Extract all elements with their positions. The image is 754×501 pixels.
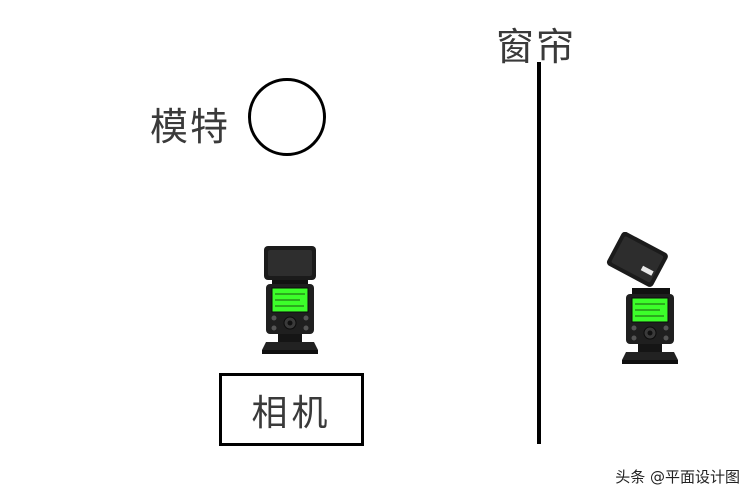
camera-box: 相机 <box>219 373 364 446</box>
model-position-circle <box>248 78 326 156</box>
curtain-line <box>537 62 541 444</box>
camera-label: 相机 <box>251 392 332 434</box>
speedlight-flash-icon <box>262 246 318 354</box>
watermark-text: 头条 @平面设计图 <box>615 468 740 486</box>
model-label: 模特 <box>150 105 231 149</box>
curtain-label: 窗帘 <box>496 25 577 69</box>
speedlight-flash-tilted-icon <box>606 232 678 364</box>
